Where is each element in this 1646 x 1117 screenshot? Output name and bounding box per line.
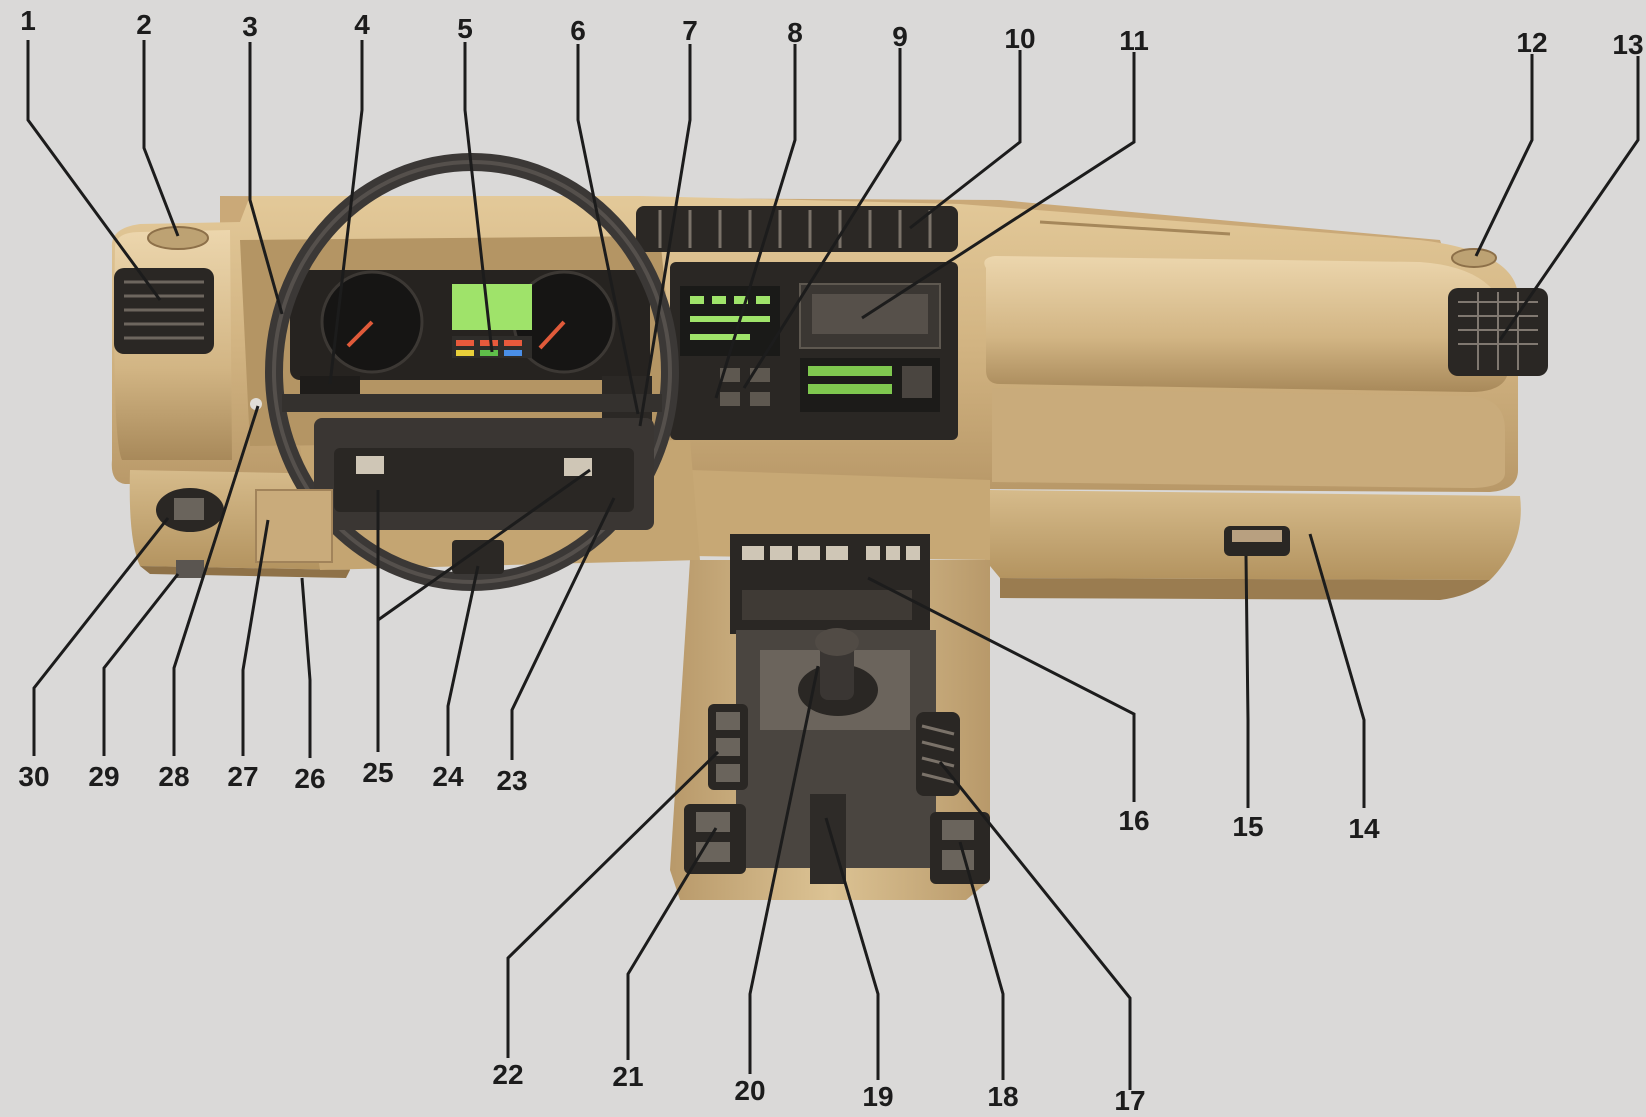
instrument-cluster <box>290 270 652 422</box>
steering-wheel <box>250 153 679 591</box>
callout-12: 12 <box>1516 27 1547 58</box>
glovebox-handle-grip <box>1232 530 1282 542</box>
callout-19: 19 <box>862 1081 893 1112</box>
callout-4: 4 <box>354 9 370 40</box>
callout-24: 24 <box>432 761 464 792</box>
callout-9: 9 <box>892 21 908 52</box>
callout-23: 23 <box>496 765 527 796</box>
callout-3: 3 <box>242 11 258 42</box>
center-stack <box>670 262 958 440</box>
callout-labels: 1 2 3 4 5 6 7 8 9 10 11 12 13 14 15 16 1… <box>18 5 1643 1116</box>
callout-13: 13 <box>1612 29 1643 60</box>
callout-5: 5 <box>457 13 473 44</box>
callout-6: 6 <box>570 15 586 46</box>
callout-21: 21 <box>612 1061 643 1092</box>
center-air-vent <box>636 206 958 252</box>
right-air-vent <box>1448 288 1548 376</box>
callout-17: 17 <box>1114 1085 1145 1116</box>
callout-27: 27 <box>227 761 258 792</box>
callout-25: 25 <box>362 757 393 788</box>
left-air-vent <box>114 268 214 354</box>
right-speaker-grille <box>1451 248 1497 268</box>
callout-22: 22 <box>492 1059 523 1090</box>
callout-8: 8 <box>787 17 803 48</box>
callout-2: 2 <box>136 9 152 40</box>
callout-16: 16 <box>1118 805 1149 836</box>
callout-18: 18 <box>987 1081 1018 1112</box>
center-console <box>670 534 990 900</box>
callout-30: 30 <box>18 761 49 792</box>
callout-26: 26 <box>294 763 325 794</box>
fuse-box-lid <box>255 489 333 563</box>
leader-lines <box>26 40 1640 1090</box>
left-speaker-grille <box>147 226 209 250</box>
bonnet-release <box>176 560 204 578</box>
callout-29: 29 <box>88 761 119 792</box>
callout-7: 7 <box>682 15 698 46</box>
callout-28: 28 <box>158 761 189 792</box>
callout-10: 10 <box>1004 23 1035 54</box>
callout-11: 11 <box>1119 25 1149 56</box>
light-switch-rocker <box>174 498 204 520</box>
callout-1: 1 <box>20 5 36 36</box>
callout-20: 20 <box>734 1075 765 1106</box>
callout-15: 15 <box>1232 811 1263 842</box>
callout-14: 14 <box>1348 813 1380 844</box>
